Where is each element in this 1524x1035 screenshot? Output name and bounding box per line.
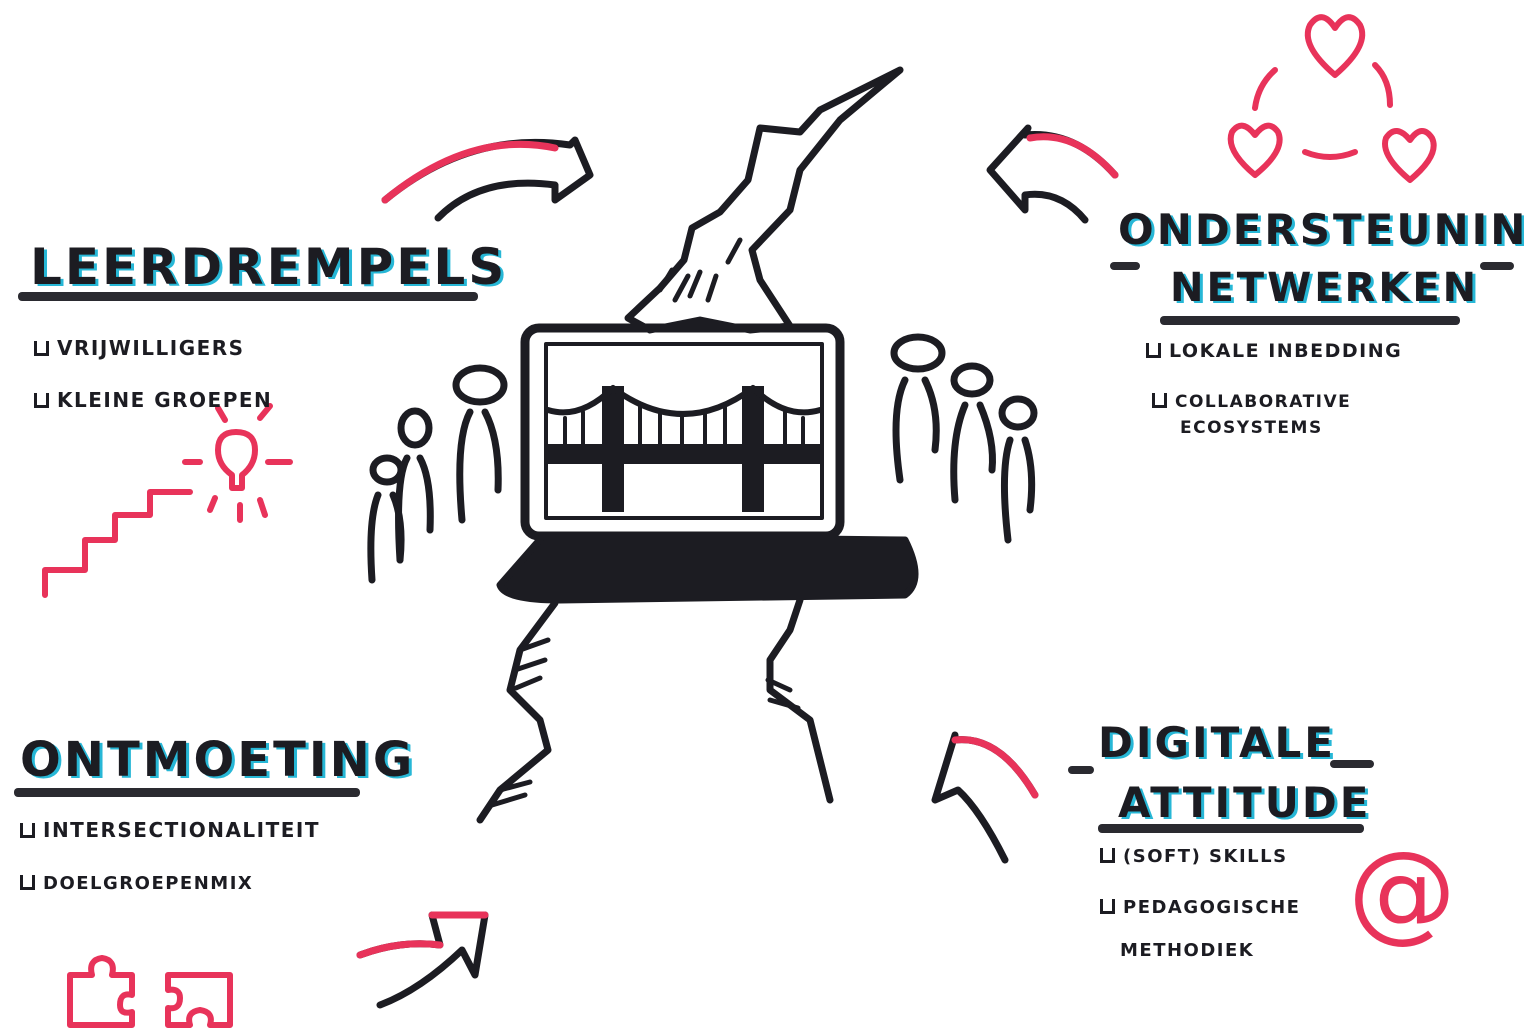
ondersteuning-item-2: COLLABORATIVE	[1152, 392, 1351, 412]
laptop-base	[496, 532, 919, 604]
checkbox-icon	[34, 341, 49, 356]
ontmoeting-item-2: DOELGROEPENMIX	[20, 873, 253, 894]
stairs-icon	[42, 489, 193, 598]
netwerken-title: NETWERKEN	[1170, 265, 1480, 311]
puzzle-icon	[67, 955, 233, 1028]
item-label: PEDAGOGISCHE	[1123, 897, 1301, 918]
bridge-icon	[545, 385, 823, 512]
ontmoeting-underline	[14, 788, 360, 797]
item-label: COLLABORATIVE	[1175, 392, 1352, 412]
leerdrempels-underline	[18, 292, 478, 301]
ondersteuning-title: ONDERSTEUNING	[1118, 205, 1524, 254]
checkbox-icon	[20, 875, 35, 890]
lightbulb-icon	[182, 403, 293, 523]
digitale-item-2: PEDAGOGISCHE	[1100, 897, 1300, 918]
checkbox-icon	[20, 823, 35, 838]
leerdrempels-title: LEERDREMPELS	[30, 238, 508, 296]
ontmoeting-item-1: INTERSECTIONALITEIT	[20, 818, 320, 842]
ondersteuning-dash-right	[1480, 262, 1514, 270]
attitude-title: ATTITUDE	[1118, 778, 1372, 827]
checkbox-icon	[1146, 343, 1161, 358]
ondersteuning-item-1: LOKALE INBEDDING	[1146, 340, 1402, 362]
item-label: (SOFT) SKILLS	[1123, 846, 1288, 867]
item-label: LOKALE INBEDDING	[1169, 340, 1403, 362]
laptop-screen-inner	[544, 342, 824, 520]
attitude-underline	[1098, 824, 1364, 833]
item-label: INTERSECTIONALITEIT	[43, 818, 321, 842]
arrow-top-left-icon	[381, 136, 594, 222]
digitale-dash-left	[1068, 766, 1094, 774]
ontmoeting-title: ONTMOETING	[20, 732, 416, 788]
ondersteuning-dash-left	[1110, 262, 1140, 270]
hearts-icon	[1227, 14, 1437, 183]
netwerken-underline	[1160, 316, 1460, 325]
people-right-icon	[890, 333, 1038, 544]
checkbox-icon	[34, 393, 49, 408]
checkbox-icon	[1100, 848, 1115, 863]
arrow-bottom-left-icon	[356, 911, 489, 1009]
leerdrempels-item-1: VRIJWILLIGERS	[34, 336, 245, 360]
item-label: VRIJWILLIGERS	[57, 336, 245, 360]
digitale-dash-right	[1330, 760, 1374, 768]
digitale-title: DIGITALE	[1098, 718, 1336, 767]
arrow-bottom-right-icon	[931, 731, 1039, 864]
digitale-item-2b: METHODIEK	[1120, 940, 1255, 961]
ondersteuning-item-2b: ECOSYSTEMS	[1180, 418, 1323, 438]
cliff-top	[624, 66, 904, 334]
digitale-item-1: (SOFT) SKILLS	[1100, 846, 1288, 867]
at-icon: @	[1348, 829, 1456, 954]
item-label: DOELGROEPENMIX	[43, 873, 254, 894]
cliff-hatch	[657, 237, 743, 303]
cliff-bottom-right	[766, 596, 834, 804]
item-label: KLEINE GROEPEN	[57, 388, 273, 412]
leerdrempels-item-2: KLEINE GROEPEN	[34, 388, 272, 412]
people-left-icon	[367, 364, 508, 584]
checkbox-icon	[1152, 393, 1167, 408]
arrow-top-right-icon	[986, 124, 1119, 224]
checkbox-icon	[1100, 899, 1115, 914]
